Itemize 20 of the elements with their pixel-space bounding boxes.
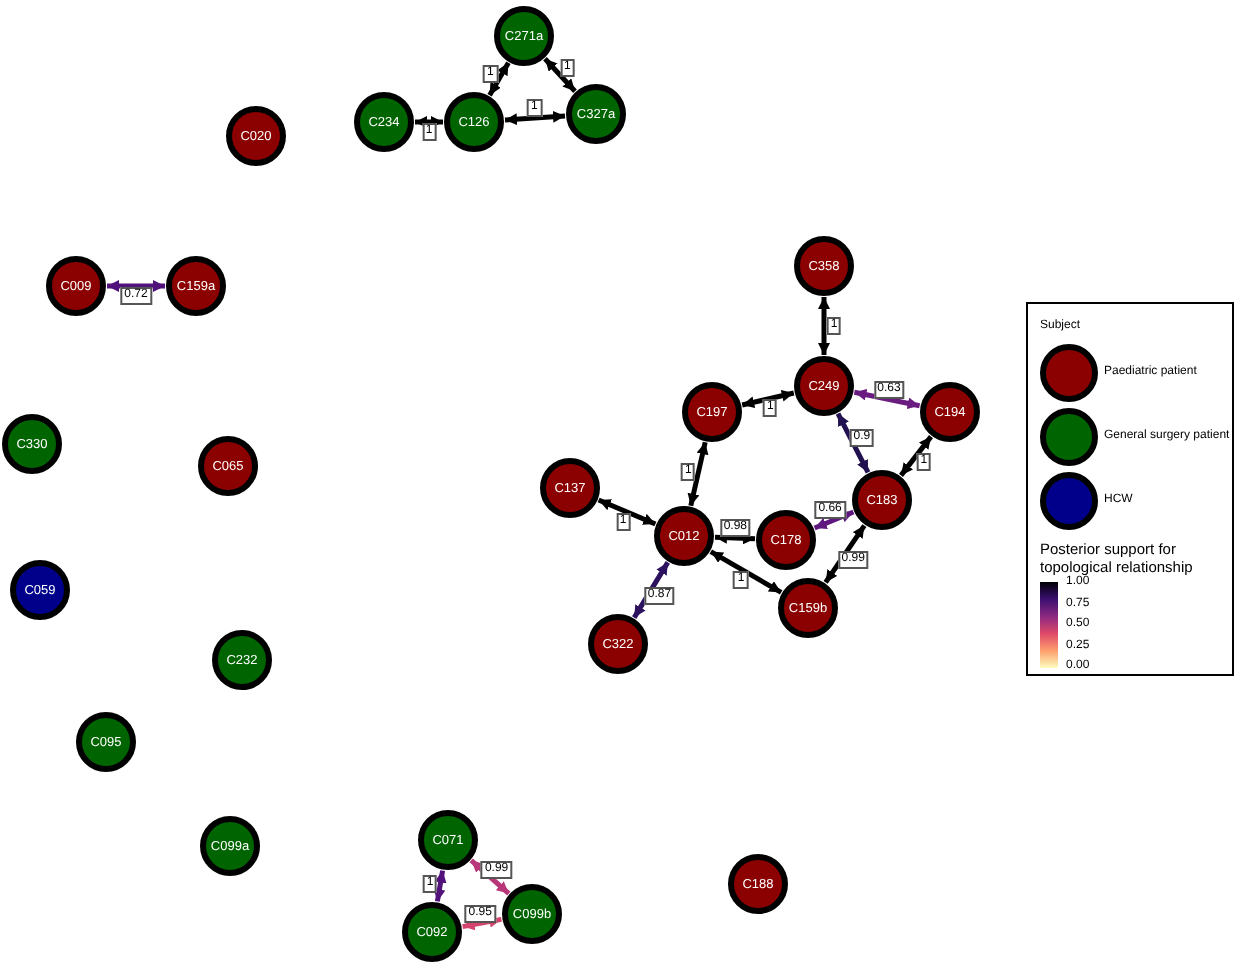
edge-arrow	[741, 389, 795, 409]
edge-arrow	[462, 915, 502, 931]
edge-arrow	[823, 524, 867, 584]
edge-arrow	[469, 858, 511, 896]
edge-arrow	[543, 57, 577, 93]
edge-arrow	[632, 561, 670, 619]
edge-arrow	[107, 280, 165, 292]
edge-arrow	[487, 61, 511, 97]
edge-arrow	[813, 509, 855, 531]
edge-arrow	[415, 116, 443, 128]
edge-arrow	[687, 441, 709, 507]
edge-arrow	[597, 497, 657, 527]
edge-arrow	[714, 531, 756, 545]
edge-arrow	[899, 435, 933, 477]
edge-arrow	[818, 297, 830, 355]
edge-arrow	[835, 412, 871, 474]
edge-arrow	[504, 110, 566, 126]
edge-arrow	[433, 870, 447, 902]
edge-arrow	[853, 388, 921, 410]
edge-arrow	[709, 549, 783, 595]
